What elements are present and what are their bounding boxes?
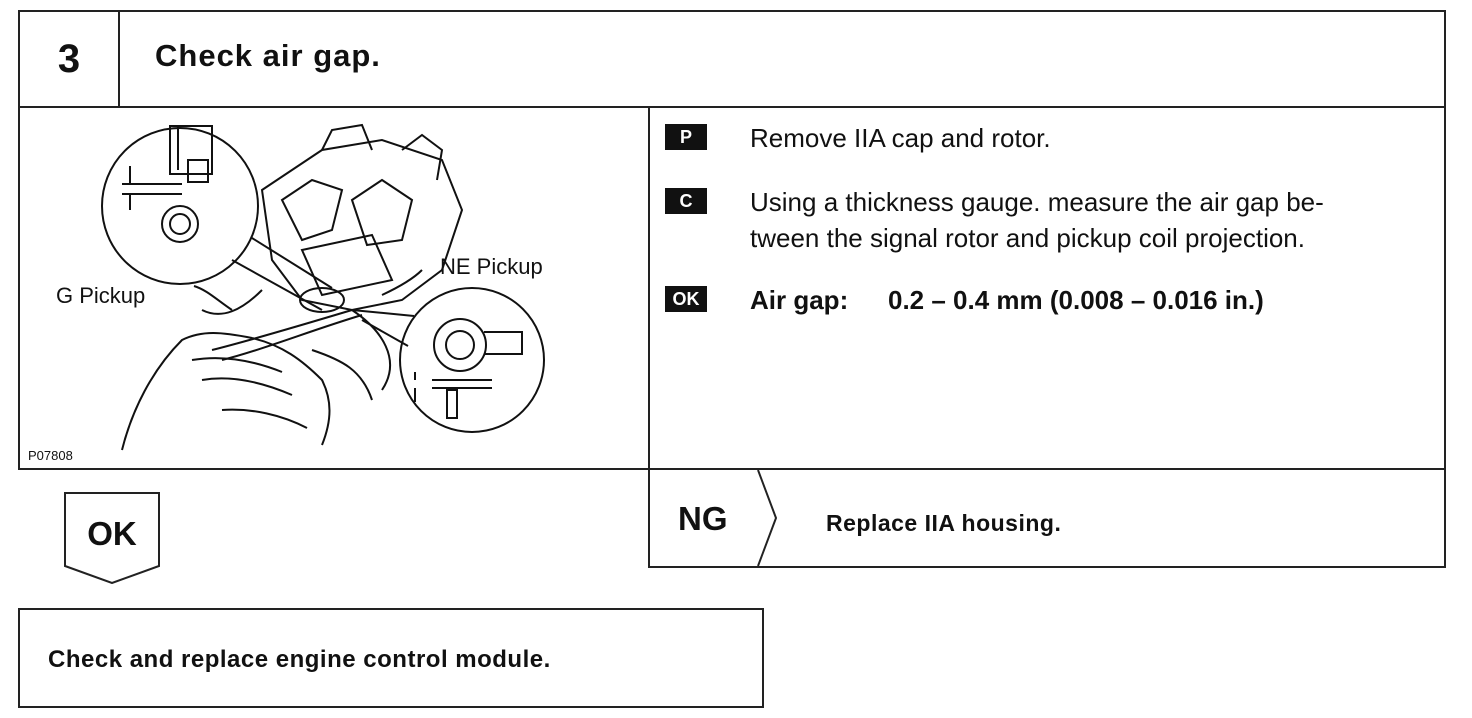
g-pickup-detail-circle (101, 127, 259, 285)
instruction-remove-cap: Remove IIA cap and rotor. (750, 123, 1051, 153)
g-pickup-label: G Pickup (56, 283, 146, 308)
step-number: 3 (57, 36, 81, 81)
air-gap-value: 0.2 – 0.4 mm (0.008 – 0.016 in.) (888, 285, 1264, 315)
air-gap-illustration (22, 110, 646, 466)
ok-action: Check and replace engine control module. (48, 646, 551, 673)
ok-action-box (18, 608, 764, 708)
ng-arrow-divider (757, 470, 778, 566)
g-pickup-coil (169, 125, 213, 175)
frame-right-border (1444, 10, 1446, 568)
header-top-border (18, 10, 1446, 12)
ok-spec-badge: OK (665, 286, 707, 312)
air-gap-label: Air gap: (750, 285, 849, 315)
step-title: Check air gap. (155, 38, 381, 73)
instruction-measure-line1: Using a thickness gauge. measure the air… (750, 187, 1324, 217)
distributor-drawing (101, 123, 545, 451)
ng-bottom-border (648, 566, 1446, 568)
ok-label: OK (87, 515, 137, 552)
check-badge: C (665, 188, 707, 214)
instruction-measure-line2: tween the signal rotor and pickup coil p… (750, 223, 1305, 253)
procedure-badge: P (665, 124, 707, 150)
figure-code: P07808 (28, 448, 73, 463)
ne-pickup-label: NE Pickup (440, 254, 543, 279)
header-divider (118, 10, 120, 108)
ne-pickup-detail-circle (399, 287, 545, 433)
middle-divider (648, 106, 650, 568)
header-bottom-border (18, 106, 1446, 108)
middle-bottom-border (18, 468, 1446, 470)
ok-arrow-box (64, 492, 160, 584)
ng-label: NG (678, 500, 728, 537)
ng-action: Replace IIA housing. (826, 510, 1062, 536)
frame-left-border (18, 10, 20, 470)
